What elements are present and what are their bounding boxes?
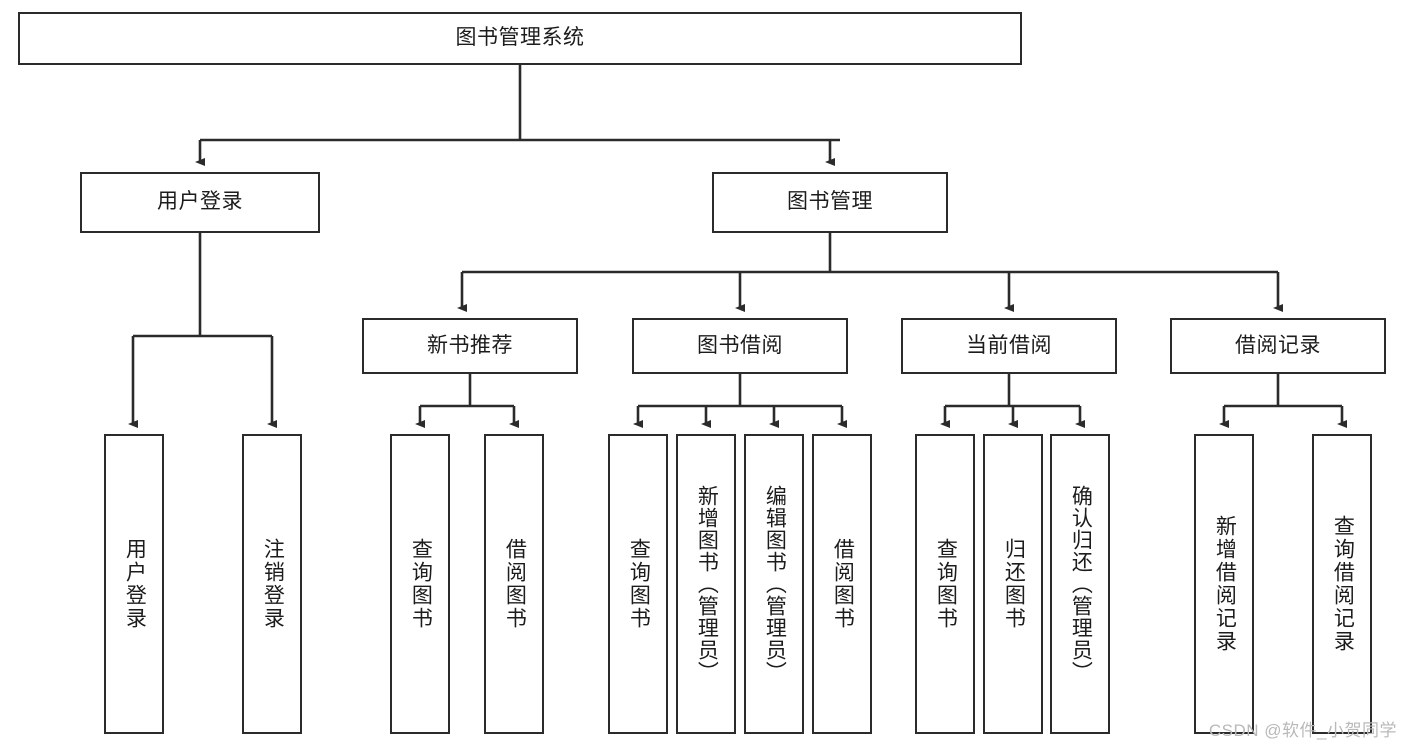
node-borrow-record-label: 借阅记录 (1235, 333, 1321, 357)
node-user-login[interactable]: 用户登录 (80, 172, 320, 233)
node-leaf-query-book-1-label: 查询图书 (409, 538, 433, 630)
node-leaf-query-record[interactable]: 查询借阅记录 (1312, 434, 1372, 734)
node-leaf-edit-book-label: 编辑图书（管理员） (763, 485, 787, 683)
node-current-borrow-label: 当前借阅 (966, 333, 1052, 357)
node-leaf-return-book-label: 归还图书 (1002, 538, 1026, 630)
node-book-borrow[interactable]: 图书借阅 (632, 318, 848, 374)
node-leaf-query-book-3-label: 查询图书 (934, 538, 958, 630)
node-leaf-query-book-2[interactable]: 查询图书 (608, 434, 668, 734)
node-leaf-add-book-label: 新增图书（管理员） (695, 485, 719, 683)
node-leaf-query-book-3[interactable]: 查询图书 (915, 434, 975, 734)
node-leaf-confirm-return[interactable]: 确认归还（管理员） (1050, 434, 1110, 734)
node-leaf-return-book[interactable]: 归还图书 (983, 434, 1043, 734)
node-leaf-borrow-book-2-label: 借阅图书 (831, 538, 855, 630)
node-leaf-borrow-book-2[interactable]: 借阅图书 (812, 434, 872, 734)
node-user-login-label: 用户登录 (157, 190, 243, 214)
node-leaf-query-book-1[interactable]: 查询图书 (390, 434, 450, 734)
node-new-book-recommend[interactable]: 新书推荐 (362, 318, 578, 374)
node-current-borrow[interactable]: 当前借阅 (901, 318, 1117, 374)
node-leaf-edit-book[interactable]: 编辑图书（管理员） (744, 434, 804, 734)
node-book-borrow-label: 图书借阅 (697, 333, 783, 357)
node-leaf-add-book[interactable]: 新增图书（管理员） (676, 434, 736, 734)
node-book-manage-label: 图书管理 (787, 190, 873, 214)
node-leaf-add-record[interactable]: 新增借阅记录 (1194, 434, 1254, 734)
node-leaf-user-logout[interactable]: 注销登录 (242, 434, 302, 734)
node-leaf-query-book-2-label: 查询图书 (627, 538, 651, 630)
node-leaf-query-record-label: 查询借阅记录 (1331, 515, 1355, 653)
node-root-label: 图书管理系统 (455, 26, 585, 50)
node-book-manage[interactable]: 图书管理 (712, 172, 948, 233)
node-leaf-borrow-book-1-label: 借阅图书 (503, 538, 527, 630)
node-root[interactable]: 图书管理系统 (18, 12, 1022, 65)
node-leaf-add-record-label: 新增借阅记录 (1213, 515, 1237, 653)
node-leaf-user-login-label: 用户登录 (123, 538, 147, 630)
node-new-book-recommend-label: 新书推荐 (427, 333, 513, 357)
node-leaf-user-logout-label: 注销登录 (261, 538, 285, 630)
node-leaf-user-login[interactable]: 用户登录 (104, 434, 164, 734)
node-leaf-confirm-return-label: 确认归还（管理员） (1069, 485, 1093, 683)
node-leaf-borrow-book-1[interactable]: 借阅图书 (484, 434, 544, 734)
node-borrow-record[interactable]: 借阅记录 (1170, 318, 1386, 374)
watermark-text: CSDN @软件_小贺同学 (1208, 721, 1397, 740)
